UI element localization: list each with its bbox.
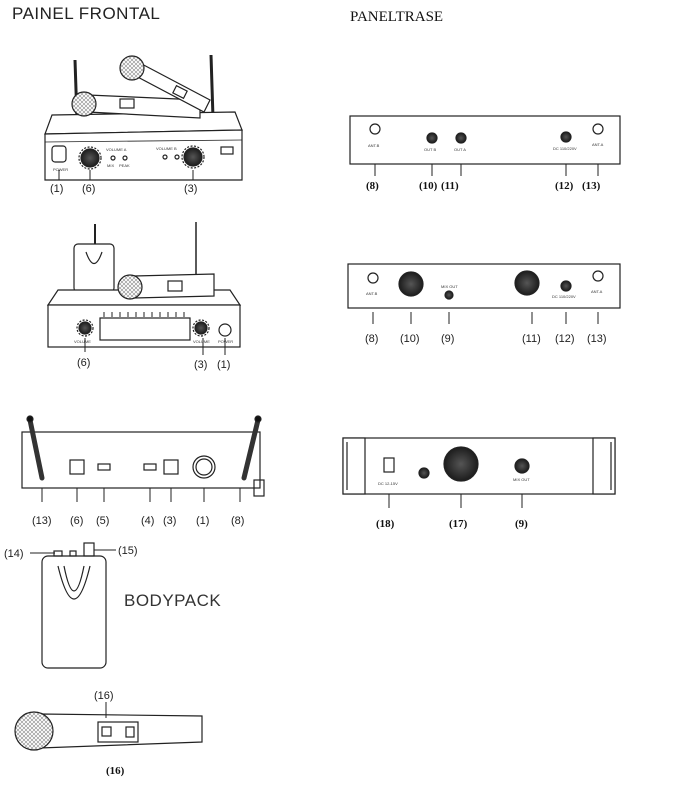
front-receiver-2 <box>46 222 242 348</box>
callout-rp1-12: (12) <box>555 180 574 192</box>
rear-panel-1-leaders <box>374 164 599 176</box>
dc-jack <box>560 131 572 143</box>
callout-bp-15: (15) <box>118 545 138 557</box>
front-panel-heading: PAINEL FRONTAL <box>12 4 161 23</box>
rear-panel-heading: PANELTRASE <box>350 9 444 25</box>
callout-rp1-8: (8) <box>366 180 379 192</box>
dc-text: DC 110/220V <box>553 146 577 151</box>
callout-fr1-6: (6) <box>82 183 95 195</box>
callout-mic-16-top: (16) <box>94 690 114 702</box>
front-receiver-2-leaders <box>84 338 226 355</box>
callout-rp2-9: (9) <box>441 333 454 345</box>
rear-panel-2-leaders <box>372 312 599 324</box>
mix-out-jack <box>444 290 454 300</box>
callout-fr1-3: (3) <box>184 183 197 195</box>
callout-fr1-1: (1) <box>50 183 63 195</box>
ant-b-connector-2 <box>367 272 379 284</box>
callout-rp3-9: (9) <box>515 518 528 530</box>
ant-a-connector <box>592 123 604 135</box>
small-jack <box>418 467 430 479</box>
rear-panel-2 <box>347 263 621 309</box>
xlr-input <box>443 446 479 482</box>
rear-panel-3 <box>342 437 616 495</box>
callout-bp-14: (14) <box>4 548 24 560</box>
power-text: POWER <box>53 167 68 172</box>
ant-b-text: ANT.B <box>368 143 380 148</box>
dc-switch <box>383 457 395 473</box>
callout-rp2-11: (11) <box>522 333 541 345</box>
callout-rp2-10: (10) <box>400 333 420 345</box>
ant-b-connector <box>369 123 381 135</box>
callout-rp2-12: (12) <box>555 333 575 345</box>
volume-knob-a <box>80 148 100 168</box>
front-receiver-3 <box>21 415 265 497</box>
out-b-jack <box>426 132 438 144</box>
dc-text-2: DC 110/220V <box>552 294 576 299</box>
callout-fr3-4: (4) <box>141 515 154 527</box>
out-a-text: OUT A <box>454 147 466 152</box>
volume-a-text: VOLUME A <box>106 147 127 152</box>
volume-text-right: VOLUME <box>193 339 210 344</box>
callout-fr3-8: (8) <box>231 515 244 527</box>
handheld-mic-1 <box>71 91 201 119</box>
callout-fr3-13: (13) <box>32 515 52 527</box>
dc-jack-2 <box>560 280 572 292</box>
callout-fr3-3: (3) <box>163 515 176 527</box>
callout-fr3-1: (1) <box>196 515 209 527</box>
callout-rp3-17: (17) <box>449 518 468 530</box>
out-a-jack <box>455 132 467 144</box>
mix-out-text-3: MIX OUT <box>513 477 530 482</box>
callout-fr3-5: (5) <box>96 515 109 527</box>
volume-b-text: VOLUME B <box>156 146 177 151</box>
ant-a-connector-2 <box>592 270 604 282</box>
peak-text: PEAK <box>119 163 130 168</box>
mix-out-jack-3 <box>514 458 530 474</box>
volume-knob-b <box>183 147 203 167</box>
callout-fr2-3: (3) <box>194 359 207 371</box>
handheld-microphone <box>14 711 203 751</box>
callout-fr2-1: (1) <box>217 359 230 371</box>
callout-fr3-6: (6) <box>70 515 83 527</box>
handheld-mic-2 <box>119 55 211 113</box>
power-button <box>51 145 67 163</box>
bodypack-leaders <box>30 549 116 554</box>
front-receiver-3-leaders <box>41 488 241 502</box>
mix-out-text-2: MIX OUT <box>441 284 458 289</box>
callout-rp1-10: (10) <box>419 180 438 192</box>
power-button-2 <box>218 323 232 337</box>
callout-rp2-13: (13) <box>587 333 607 345</box>
volume-knob-left <box>78 321 92 335</box>
ant-b-text-2: ANT.B <box>366 291 378 296</box>
rear-panel-1 <box>349 115 621 165</box>
bodypack-transmitter <box>41 542 107 669</box>
dc-text-3: DC 12-15V <box>378 481 398 486</box>
callout-rp1-13: (13) <box>582 180 601 192</box>
front-receiver-1 <box>44 54 243 181</box>
bodypack-on-receiver <box>73 243 115 293</box>
callout-mic-16-bottom: (16) <box>106 765 125 777</box>
callout-rp2-8: (8) <box>365 333 378 345</box>
ant-a-text-2: ANT.A <box>591 289 603 294</box>
bodypack-heading: BODYPACK <box>124 591 222 610</box>
callout-rp1-11: (11) <box>441 180 459 192</box>
rear-panel-3-leaders <box>388 494 523 508</box>
front-receiver-1-leaders <box>58 170 194 180</box>
volume-text-left: VOLUME <box>74 339 91 344</box>
volume-knob-right <box>194 321 208 335</box>
callout-fr2-6: (6) <box>77 357 90 369</box>
xlr-jack-b <box>398 271 424 297</box>
power-text-2: POWER <box>218 339 233 344</box>
out-b-text: OUT B <box>424 147 436 152</box>
mix-text: MIX <box>107 163 114 168</box>
callout-rp3-18: (18) <box>376 518 395 530</box>
xlr-jack-a <box>514 270 540 296</box>
ant-a-text: ANT.A <box>592 142 604 147</box>
